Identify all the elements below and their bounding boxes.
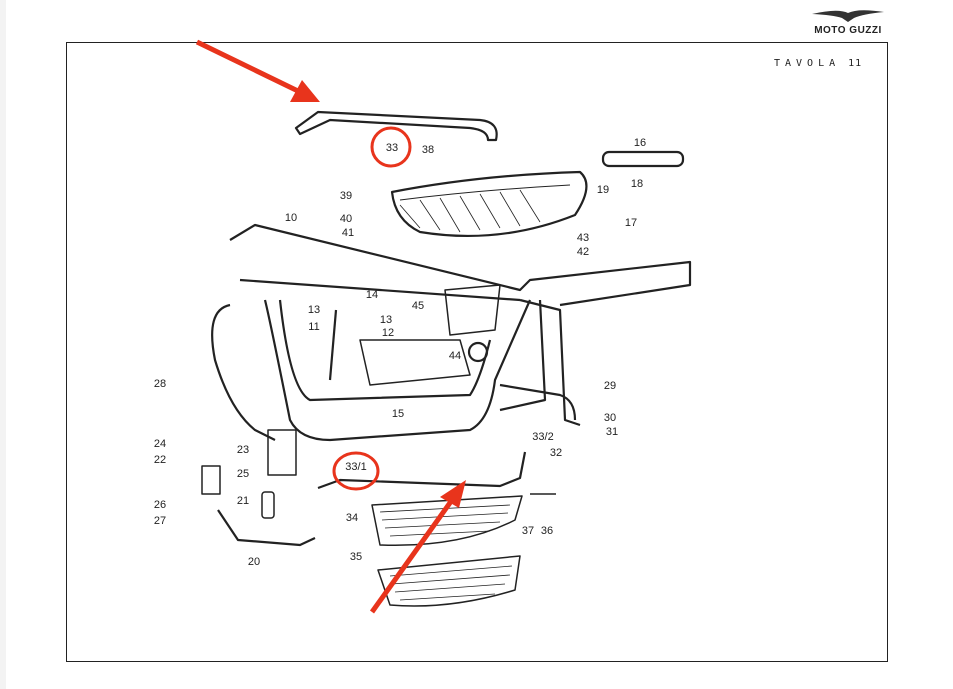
arrow-bottom-shaft: [369, 498, 455, 614]
callout-36: 36: [540, 525, 554, 537]
plate-number: 11: [848, 58, 863, 69]
callout-33-2: 33/2: [532, 431, 554, 443]
page-edge: [0, 0, 6, 689]
callout-42: 42: [576, 246, 590, 258]
part-38-seat: [390, 170, 588, 238]
part-44: [467, 341, 489, 363]
arrow-top-head: [290, 80, 320, 102]
part-10-frame-top: [229, 223, 692, 307]
diagram-sheet: [66, 42, 888, 662]
callout-22: 22: [153, 454, 167, 466]
callout-32: 32: [549, 447, 563, 459]
callout-31: 31: [605, 426, 619, 438]
callout-24: 24: [153, 438, 167, 450]
callout-45: 45: [411, 300, 425, 312]
callout-44: 44: [448, 350, 462, 362]
callout-21: 21: [236, 495, 250, 507]
part-33-1-bar: [317, 451, 527, 490]
part-34-guard: [371, 495, 523, 547]
moto-guzzi-logo: MOTO GUZZI: [808, 4, 888, 38]
arrow-top-shaft: [195, 39, 302, 95]
callout-23: 23: [236, 444, 250, 456]
plate-title: TAVOLA 11: [774, 58, 862, 69]
part-33-rail: [294, 110, 498, 142]
callout-14: 14: [365, 289, 379, 301]
callout-19: 19: [596, 184, 610, 196]
callout-27: 27: [153, 515, 167, 527]
callout-16: 16: [633, 137, 647, 149]
highlight-circle-33-1: [332, 451, 380, 491]
callout-33: 33: [385, 142, 399, 154]
eagle-icon: [812, 10, 884, 22]
part-29: [499, 383, 577, 421]
callout-28: 28: [153, 378, 167, 390]
arrow-bottom-head: [440, 480, 466, 508]
part-15-tray: [359, 339, 471, 386]
callout-34: 34: [345, 512, 359, 524]
frame-drawing: [201, 110, 692, 607]
plate-title-label: TAVOLA: [774, 58, 841, 69]
part-28-crash-bar: [211, 303, 276, 441]
highlight-circle-33: [370, 126, 412, 168]
callout-12: 12: [381, 327, 395, 339]
callout-13: 13: [379, 314, 393, 326]
callout-26: 26: [153, 499, 167, 511]
callout-40: 40: [339, 213, 353, 225]
callout-33-1: 33/1: [345, 461, 367, 473]
callout-43: 43: [576, 232, 590, 244]
callout-10: 10: [284, 212, 298, 224]
callout-29: 29: [603, 380, 617, 392]
callout-25: 25: [236, 468, 250, 480]
callout-13: 13: [307, 304, 321, 316]
part-35-guard: [377, 555, 521, 607]
callout-18: 18: [630, 178, 644, 190]
part-11-rod: [328, 309, 338, 381]
part-45: [444, 284, 501, 336]
part-16-rack: [601, 150, 685, 168]
callout-20: 20: [247, 556, 261, 568]
callout-37: 37: [521, 525, 535, 537]
callout-15: 15: [391, 408, 405, 420]
logo-text: MOTO GUZZI: [814, 25, 882, 36]
callout-30: 30: [603, 412, 617, 424]
callout-38: 38: [421, 144, 435, 156]
part-20-stand: [217, 509, 316, 547]
part-21: [261, 491, 275, 519]
callout-41: 41: [341, 227, 355, 239]
callout-11: 11: [308, 321, 320, 333]
callout-35: 35: [349, 551, 363, 563]
part-25: [201, 465, 221, 495]
callout-17: 17: [624, 217, 638, 229]
red-annotations: [195, 39, 466, 614]
callout-39: 39: [339, 190, 353, 202]
